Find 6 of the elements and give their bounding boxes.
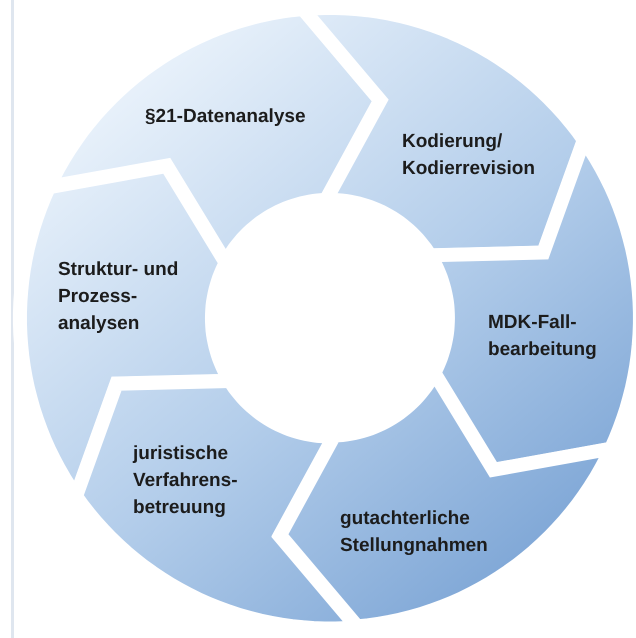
segment-label: Struktur- und Prozess- analysen <box>58 258 180 336</box>
segment-label: §21-Datenanalyse <box>144 104 307 129</box>
segment-label: Kodierung/ Kodierrevision <box>402 130 536 181</box>
segment-label: gutachterliche Stellungnahmen <box>340 506 489 558</box>
segment-label: juristische Verfahrens- betreuung <box>132 442 239 520</box>
segment-label: MDK-Fall- bearbeitung <box>488 310 598 362</box>
